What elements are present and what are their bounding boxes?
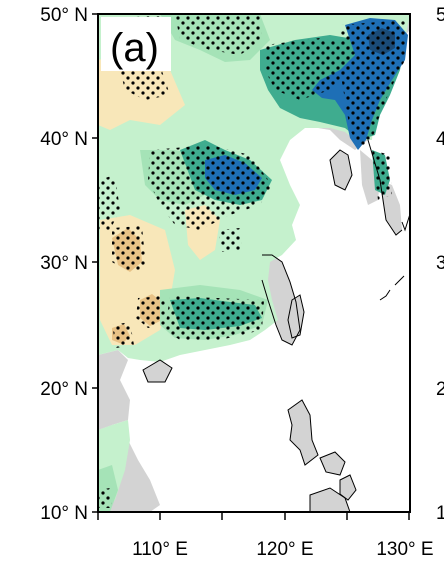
lat-tick-label: 30° N: [40, 253, 88, 274]
stippling: [98, 14, 405, 508]
japan-coast: [379, 213, 410, 301]
clipped-tick-label: 2: [436, 379, 444, 400]
lat-tick-label: 50° N: [40, 5, 88, 26]
map-frame: [97, 13, 411, 513]
lat-axis: [92, 13, 98, 513]
lon-axis: [97, 512, 410, 520]
panel-label: (a): [110, 26, 159, 70]
lat-tick-label: 40° N: [40, 129, 88, 150]
clipped-tick-label: 4: [436, 129, 444, 150]
lon-tick-label: 110° E: [132, 539, 188, 560]
visayas-island-2: [339, 474, 357, 501]
mindanao-island: [309, 487, 351, 512]
clipped-neighbour-labels: 5 4 3 2 1: [436, 5, 444, 524]
panel-label-box: [101, 17, 171, 71]
coastlines: [261, 139, 403, 346]
clipped-tick-label: 5: [436, 5, 444, 26]
lon-labels: 110° E 120° E 130° E: [132, 539, 434, 560]
visayas-island-1: [319, 451, 346, 476]
lat-tick-label: 20° N: [40, 379, 88, 400]
islands: [142, 213, 410, 512]
map-area: [98, 14, 410, 512]
lon-tick-label: 130° E: [376, 539, 433, 560]
clipped-tick-label: 3: [436, 253, 444, 274]
lat-labels: 50° N 40° N 30° N 20° N 10° N: [40, 5, 88, 524]
hainan-island: [142, 359, 173, 383]
clipped-tick-label: 1: [436, 503, 444, 524]
lon-tick-label: 120° E: [256, 539, 313, 560]
luzon-island: [287, 399, 319, 466]
lat-tick-label: 10° N: [40, 503, 88, 524]
